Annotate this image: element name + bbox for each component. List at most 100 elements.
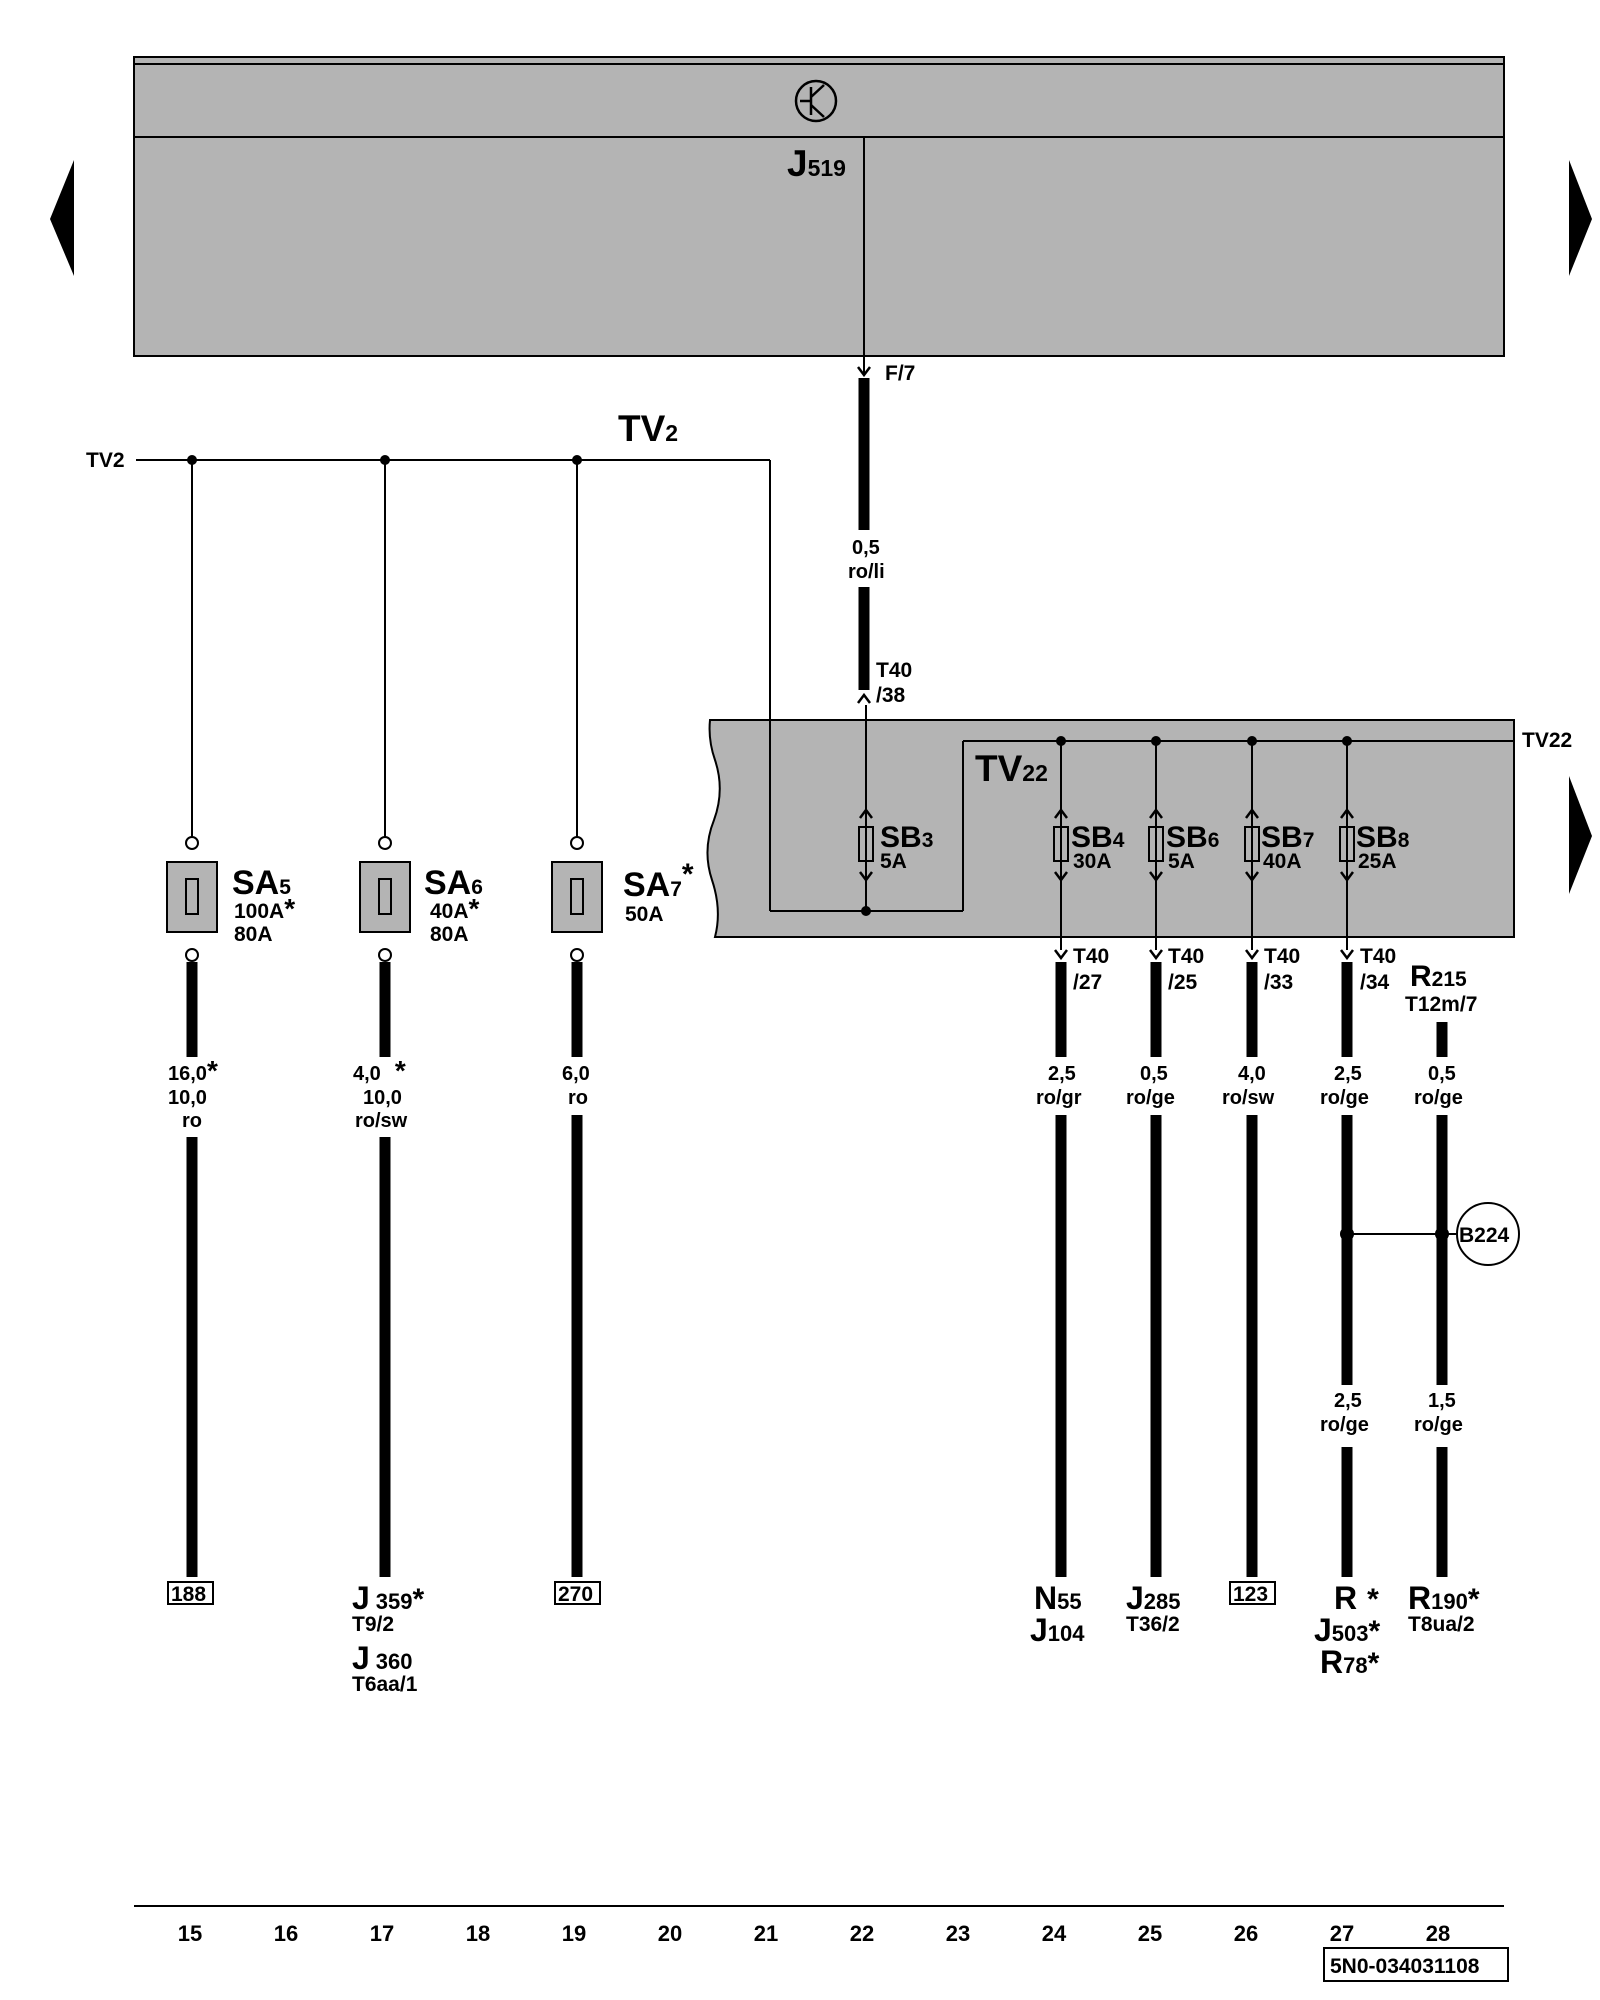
- ref-box-188[interactable]: [167, 1581, 214, 1605]
- fuse-sa5: [166, 460, 218, 1577]
- column-number: 26: [1234, 1921, 1258, 1946]
- sb6-connector: T40: [1168, 945, 1204, 968]
- top-wire-connector: T40: [876, 659, 912, 682]
- doc-id-box: [1323, 1947, 1509, 1982]
- ref-box-188-text: 188: [171, 1583, 206, 1606]
- fuse-sb3: SB3 5A: [858, 705, 933, 911]
- fuse-sb6: [1148, 736, 1164, 1577]
- fuse-sa5-label: SA5: [232, 864, 291, 902]
- sb8-wire-color: ro/ge: [1320, 1087, 1369, 1109]
- fuse-sb8-label: SB8: [1356, 821, 1410, 854]
- ref-box-123[interactable]: [1229, 1581, 1276, 1605]
- fuse-sb4: [1053, 736, 1069, 1577]
- fuse-sb8: [1339, 736, 1355, 1577]
- sb8-pin: /34: [1360, 971, 1390, 994]
- target-j285-pin: T36/2: [1126, 1613, 1180, 1636]
- fuse-sb8-rating: 25A: [1358, 850, 1397, 873]
- tv22-label: TV22: [975, 748, 1048, 789]
- sa5-wire-gauge1: 16,0*: [168, 1055, 218, 1086]
- sa7-wire-color: ro: [568, 1087, 588, 1109]
- r215-connector: T12m/7: [1405, 993, 1477, 1016]
- fuse-sb6-label: SB6: [1166, 821, 1219, 854]
- sb4-wire-gauge: 2,5: [1048, 1063, 1076, 1085]
- ref-box-270-text: 270: [558, 1583, 593, 1606]
- lower-wire-2-gauge: 1,5: [1428, 1390, 1456, 1412]
- r215-wire-color: ro/ge: [1414, 1087, 1463, 1109]
- fuse-sb3-rating: 5A: [880, 850, 907, 873]
- transistor-symbol-icon: [794, 79, 838, 123]
- sb7-connector: T40: [1264, 945, 1300, 968]
- next-page-arrow-icon-lower[interactable]: [1569, 776, 1592, 894]
- column-number: 25: [1138, 1921, 1162, 1946]
- fuse-sa6-rating1: 40A*: [430, 893, 480, 924]
- target-j503: J503*: [1314, 1612, 1381, 1648]
- sa5-wire-color: ro: [182, 1110, 202, 1132]
- fuse-holder-block: [706, 719, 1515, 938]
- fuse-sa6-rating2: 80A: [430, 923, 469, 946]
- column-number: 24: [1042, 1921, 1067, 1946]
- column-number: 18: [466, 1921, 490, 1946]
- fuse-sa5-rating1: 100A*: [234, 893, 295, 924]
- sb7-wire-gauge: 4,0: [1238, 1063, 1266, 1085]
- target-j360-pin: T6aa/1: [352, 1673, 418, 1696]
- column-number: 17: [370, 1921, 394, 1946]
- ref-box-270[interactable]: [554, 1581, 601, 1605]
- column-number: 28: [1426, 1921, 1450, 1946]
- sa5-wire-gauge2: 10,0: [168, 1087, 207, 1109]
- tv2-label: TV2: [618, 408, 678, 449]
- sb8-connector: T40: [1360, 945, 1396, 968]
- column-number: 23: [946, 1921, 970, 1946]
- fuse-sb7-label: SB7: [1261, 821, 1314, 854]
- splice-b224-label: B224: [1459, 1224, 1510, 1247]
- fuse-sb4-rating: 30A: [1073, 850, 1112, 873]
- target-r190-pin: T8ua/2: [1408, 1613, 1475, 1636]
- target-n55: N55: [1034, 1580, 1082, 1616]
- r215-label: R215: [1410, 960, 1467, 993]
- sa7-wire-gauge1: 6,0: [562, 1063, 590, 1085]
- sb6-wire-gauge: 0,5: [1140, 1063, 1168, 1085]
- fuse-sb7: [1244, 736, 1260, 1577]
- control-unit-box: [133, 56, 1505, 357]
- sa6-wire-gauge2: 10,0: [363, 1087, 402, 1109]
- fuse-sa6: [359, 460, 411, 1577]
- fuse-sa7-rating1: 50A: [625, 903, 664, 926]
- sb6-pin: /25: [1168, 971, 1198, 994]
- sb4-connector: T40: [1073, 945, 1109, 968]
- column-number: 19: [562, 1921, 586, 1946]
- column-number: 20: [658, 1921, 682, 1946]
- target-j359-pin: T9/2: [352, 1613, 394, 1636]
- fuse-sa7-label: SA7*: [623, 858, 694, 904]
- doc-id-text: 5N0-034031108: [1330, 1955, 1480, 1978]
- fuse-sb7-rating: 40A: [1263, 850, 1302, 873]
- fuse-sa5-rating2: 80A: [234, 923, 273, 946]
- lower-wire-2-color: ro/ge: [1414, 1414, 1463, 1436]
- column-number: 22: [850, 1921, 874, 1946]
- j519-pin-label: F/7: [885, 362, 915, 385]
- sb4-wire-color: ro/gr: [1036, 1087, 1082, 1109]
- sb7-pin: /33: [1264, 971, 1293, 994]
- target-r190: R190*: [1408, 1580, 1480, 1616]
- column-number: 15: [178, 1921, 202, 1946]
- fuse-sb3-label: SB3: [880, 821, 933, 854]
- column-number: 16: [274, 1921, 298, 1946]
- sa6-wire-gauge1: 4,0*: [353, 1055, 406, 1086]
- lower-wire-1-gauge: 2,5: [1334, 1390, 1362, 1412]
- column-number: 27: [1330, 1921, 1354, 1946]
- tv22-side-label: TV22: [1522, 729, 1572, 752]
- next-page-arrow-icon[interactable]: [1569, 160, 1592, 276]
- lower-wire-1-color: ro/ge: [1320, 1414, 1369, 1436]
- j519-label: J519: [787, 143, 846, 184]
- r215-wire-gauge: 0,5: [1428, 1063, 1456, 1085]
- sb7-wire-color: ro/sw: [1222, 1087, 1275, 1109]
- target-r78: R78*: [1320, 1644, 1380, 1680]
- ref-box-123-text: 123: [1233, 1583, 1268, 1606]
- fuse-sa7: [551, 460, 603, 1577]
- target-j285: J285: [1126, 1580, 1181, 1616]
- previous-page-arrow-icon[interactable]: [50, 160, 74, 276]
- fuse-sb6-rating: 5A: [1168, 850, 1195, 873]
- sa6-wire-color: ro/sw: [355, 1110, 408, 1132]
